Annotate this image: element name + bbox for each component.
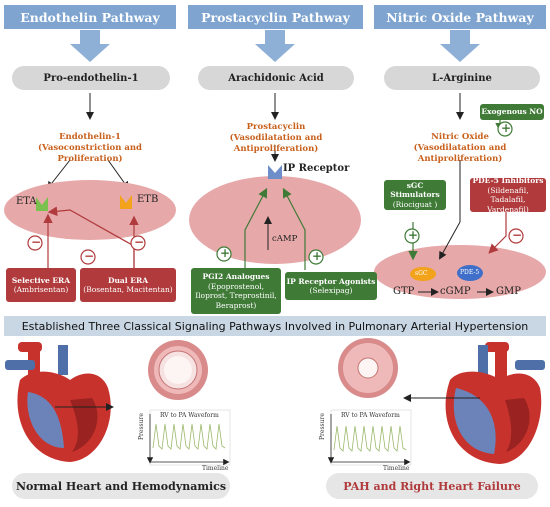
plus-ip-agonist: + xyxy=(312,249,323,263)
normal-waveform-y-label: Pressure xyxy=(138,413,145,440)
l-arginine-pill: L-Arginine xyxy=(384,66,540,90)
arachidonic-acid-pill: Arachidonic Acid xyxy=(198,66,354,90)
nitric-oxide-name: Nitric Oxide xyxy=(431,132,489,142)
prostacyclin-pathway-header: Prostacyclin Pathway xyxy=(188,5,363,29)
prostacyclin-cell xyxy=(189,176,361,264)
pde5-inhibitors-title: PDE-5 Inhibitors xyxy=(472,176,544,185)
sgc-label: sGC xyxy=(415,270,428,277)
normal-heart-illustration xyxy=(5,342,114,462)
pathways-banner: Established Three Classical Signaling Pa… xyxy=(4,316,546,336)
gtp-label: GTP xyxy=(393,286,415,297)
plus-sgc-stimulator: + xyxy=(408,228,419,242)
endothelin-pathway-header: Endothelin Pathway xyxy=(4,5,176,29)
plus-exogenous-no: + xyxy=(501,121,512,135)
nitric-down-arrow xyxy=(440,30,480,62)
eta-label: ETA xyxy=(16,196,37,207)
pah-waveform-title: RV to PA Waveform xyxy=(341,412,400,419)
pro-endothelin-pill: Pro-endothelin-1 xyxy=(12,66,170,90)
nitric-oxide-mediator: Nitric Oxide (Vasodilatation and Antipro… xyxy=(372,132,548,165)
prostacyclin-name: Prostacyclin xyxy=(246,122,306,132)
endothelin-name: Endothelin-1 xyxy=(59,132,121,142)
sgc-stimulators-box: sGC Stimulators (Riociguat ) xyxy=(384,180,446,210)
normal-artery-illustration xyxy=(148,340,208,400)
normal-waveform-panel xyxy=(146,409,231,466)
sgc-stimulators-title: sGC Stimulators xyxy=(390,180,440,200)
plus-minus-markers xyxy=(27,121,524,265)
etb-label: ETB xyxy=(137,194,159,205)
camp-label: cAMP xyxy=(272,234,298,244)
normal-heart-footer: Normal Heart and Hemodynamics xyxy=(12,473,230,499)
gmp-label: GMP xyxy=(496,286,521,297)
prostacyclin-down-arrow xyxy=(255,30,295,62)
prostacyclin-effect: (Vasodilatation and Antiproliferation) xyxy=(229,133,323,154)
pgi2-drugs-line2: Iloprost, Treprostinil, xyxy=(195,291,277,300)
prostacyclin-mediator: Prostacyclin (Vasodilatation and Antipro… xyxy=(186,122,366,155)
exogenous-no-box: Exogenous NO xyxy=(480,104,544,120)
ip-agonists-box: IP Receptor Agonists (Selexipag) xyxy=(285,272,377,300)
pah-waveform-y-label: Pressure xyxy=(319,413,326,440)
pgi2-drugs-line1: (Epoprostenol, xyxy=(207,281,265,291)
minus-pde5-inhibitor: − xyxy=(512,228,523,242)
pde5-drugs-line2: Vardenafil) xyxy=(487,204,529,214)
sgc-enzyme-icon xyxy=(410,267,436,281)
ip-receptor-icon xyxy=(268,165,282,179)
exogenous-no-title: Exogenous NO xyxy=(481,107,543,117)
dual-era-drugs: (Bosentan, Macitentan) xyxy=(83,285,173,294)
pgi2-title: PGI2 Analogues xyxy=(202,272,270,281)
sgc-stimulators-drugs: (Riociguat ) xyxy=(392,199,438,209)
pah-footer: PAH and Right Heart Failure xyxy=(326,473,538,499)
minus-dual-era-a: − xyxy=(84,249,95,263)
endothelin-down-arrow xyxy=(70,30,110,62)
pah-heart-illustration xyxy=(403,342,545,464)
pgi2-drugs-line3: Beraprost) xyxy=(215,300,257,310)
normal-waveform-x-label: Timeline xyxy=(202,465,229,472)
ip-receptor-label: IP Receptor xyxy=(283,163,350,174)
pah-waveform-panel xyxy=(327,409,412,466)
pde5-enzyme-label: PDE-5 xyxy=(460,269,480,276)
ip-agonists-drugs: (Selexipag) xyxy=(309,286,353,295)
selective-era-drugs: (Ambrisentan) xyxy=(13,285,69,294)
dual-era-box: Dual ERA (Bosentan, Macitentan) xyxy=(80,268,176,302)
normal-waveform-title: RV to PA Waveform xyxy=(160,412,219,419)
pde5-drugs-line1: (Sildenafil, Tadalafil, xyxy=(487,185,529,205)
ip-agonists-title: IP Receptor Agonists xyxy=(286,276,376,286)
minus-dual-era-b: − xyxy=(134,235,145,249)
selective-era-title: Selective ERA xyxy=(11,275,71,285)
selective-era-box: Selective ERA (Ambrisentan) xyxy=(6,268,76,302)
eta-receptor-icon xyxy=(36,197,48,211)
plus-pgi2: + xyxy=(220,246,231,260)
pah-artery-illustration xyxy=(338,338,398,398)
pde5-enzyme-icon xyxy=(457,265,483,281)
minus-selective-era: − xyxy=(31,235,42,249)
pde5-inhibitors-box: PDE-5 Inhibitors (Sildenafil, Tadalafil,… xyxy=(470,176,546,214)
dual-era-title: Dual ERA xyxy=(107,275,149,285)
cgmp-label: cGMP xyxy=(440,286,471,297)
nitric-oxide-pathway-header: Nitric Oxide Pathway xyxy=(374,5,546,29)
nitric-oxide-effect: (Vasodilatation and Antiproliferation) xyxy=(413,143,507,164)
etb-receptor-icon xyxy=(120,195,132,209)
endothelin-mediator: Endothelin-1 (Vasoconstriction and Proli… xyxy=(4,132,176,165)
pgi2-analogues-box: PGI2 Analogues (Epoprostenol, Iloprost, … xyxy=(191,268,281,314)
endothelin-cell xyxy=(4,180,176,240)
header-down-arrows xyxy=(70,30,480,62)
pah-waveform-x-label: Timeline xyxy=(383,465,410,472)
endothelin-effect: (Vasoconstriction and Proliferation) xyxy=(37,143,142,164)
